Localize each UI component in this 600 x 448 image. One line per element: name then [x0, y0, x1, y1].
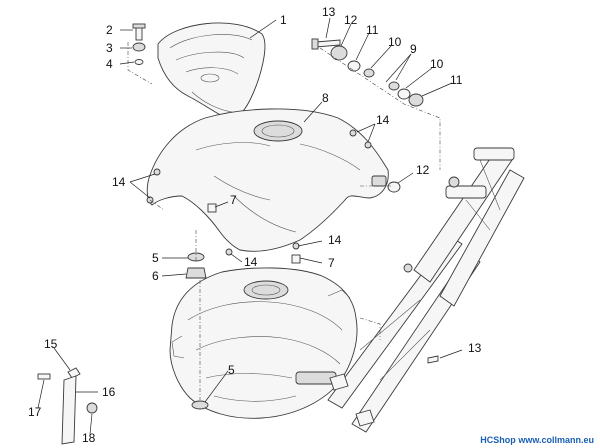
frame [327, 147, 525, 433]
lower-tank-body [169, 267, 358, 419]
callout-11-lower: 11 [450, 73, 463, 87]
callout-13-upper: 13 [322, 5, 336, 19]
callout-16: 16 [102, 385, 116, 399]
fuel-tank-shell [146, 108, 389, 252]
callout-10-lower: 10 [430, 57, 444, 71]
callout-13-lower: 13 [468, 341, 482, 355]
callout-14-center: 14 [244, 255, 258, 269]
leader-lines [37, 17, 463, 435]
callout-12-right: 12 [416, 163, 430, 177]
footer-watermark: HCShop www.collmann.eu [480, 435, 594, 445]
callout-14-left: 14 [112, 175, 126, 189]
callout-1: 1 [280, 13, 287, 27]
callout-6: 6 [152, 269, 159, 283]
callout-5-upper: 5 [152, 251, 159, 265]
callout-numbers: 1 2 3 4 13 12 11 10 9 10 11 8 14 12 14 7… [28, 5, 482, 445]
callout-11-upper: 11 [366, 23, 379, 37]
callout-9: 9 [410, 42, 417, 56]
assembly-guides [127, 42, 441, 400]
callout-8: 8 [322, 91, 329, 105]
callout-18: 18 [82, 431, 96, 445]
callout-14-right: 14 [376, 113, 390, 127]
callout-10-upper: 10 [388, 35, 402, 49]
callout-12-upper: 12 [344, 13, 358, 27]
hardware [37, 23, 439, 445]
callout-7-upper: 7 [230, 193, 237, 207]
footer-url[interactable]: www.collmann.eu [518, 435, 594, 445]
callout-5-lower: 5 [228, 363, 235, 377]
callout-14-lower-right: 14 [328, 233, 342, 247]
callout-17: 17 [28, 405, 42, 419]
callout-3: 3 [106, 41, 113, 55]
callout-2: 2 [106, 23, 113, 37]
callout-4: 4 [106, 57, 113, 71]
tank-cover [157, 22, 266, 119]
callout-7-lower: 7 [328, 256, 335, 270]
footer-shop: HCShop [480, 435, 516, 445]
callout-15: 15 [44, 337, 58, 351]
